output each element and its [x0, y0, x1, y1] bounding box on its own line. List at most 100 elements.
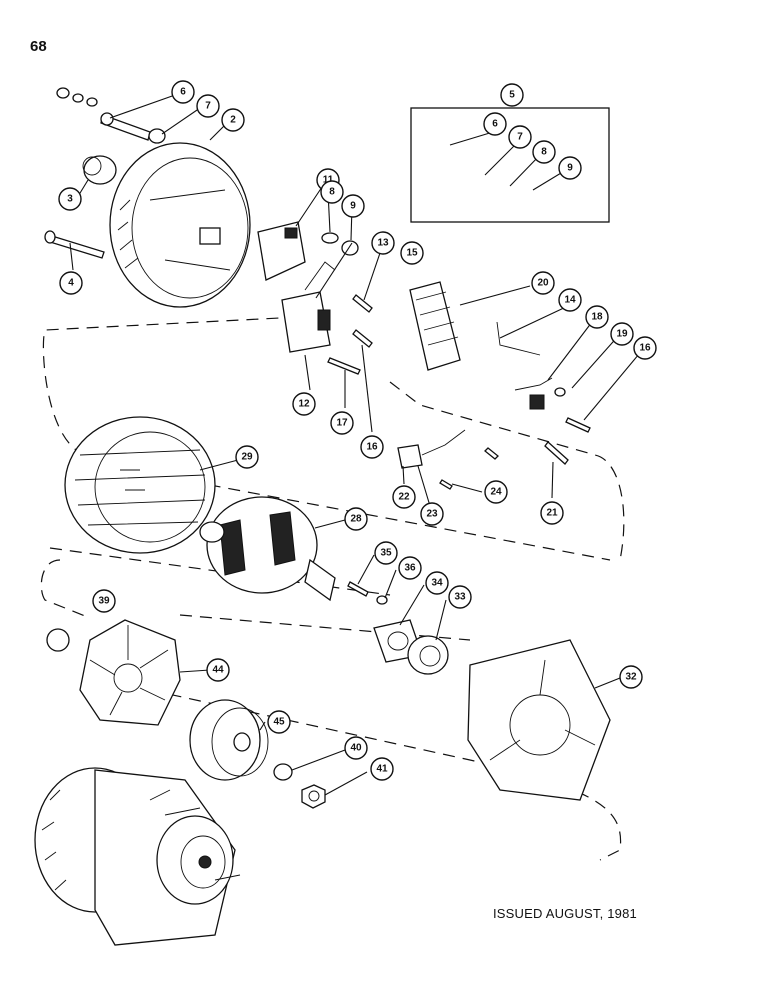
callout-label: 13: [377, 238, 389, 249]
callout-28: 28: [344, 507, 368, 531]
screw-part-24b: [439, 479, 453, 490]
callout-label: 23: [426, 509, 438, 520]
assembled-alternator: [34, 767, 241, 946]
washer-part-19: [554, 387, 566, 397]
brush-holder-part-11: [257, 221, 306, 281]
callout-label: 16: [366, 442, 378, 453]
pulley-part-45: [189, 699, 269, 781]
callout-label: 9: [350, 201, 356, 212]
callout-label: 6: [492, 119, 498, 130]
callout-label: 2: [230, 115, 236, 126]
strap-part-14: [496, 321, 541, 356]
callout-44: 44: [206, 658, 230, 682]
hardware-nuts-top-left: [56, 87, 166, 144]
callout-label: 7: [205, 101, 211, 112]
callout-label: 9: [567, 163, 573, 174]
callout-label: 16: [639, 343, 651, 354]
callout-17: 17: [330, 411, 354, 435]
callout-19: 19: [610, 322, 634, 346]
callout-8: 8: [532, 140, 556, 164]
capacitor-part-22: [397, 429, 466, 469]
fan-part-44: [79, 619, 181, 726]
callout-22: 22: [392, 485, 416, 509]
page-number: 68: [30, 38, 47, 55]
screw-part-24: [484, 447, 499, 460]
callout-9: 9: [341, 194, 365, 218]
screw-part-17: [327, 357, 361, 375]
callout-label: 3: [67, 194, 73, 205]
callout-label: 8: [541, 147, 547, 158]
kit-box: [410, 107, 610, 223]
callout-16: 16: [633, 336, 657, 360]
issue-date: ISSUED AUGUST, 1981: [493, 906, 637, 921]
callout-label: 34: [431, 578, 443, 589]
callout-label: 41: [376, 764, 388, 775]
front-housing-part-32: [467, 639, 611, 801]
callout-6: 6: [483, 112, 507, 136]
callout-label: 44: [212, 665, 224, 676]
callout-20: 20: [531, 271, 555, 295]
rectifier-part-20: [409, 281, 461, 371]
callout-16: 16: [360, 435, 384, 459]
callout-label: 33: [454, 592, 466, 603]
callout-36: 36: [398, 556, 422, 580]
callout-label: 14: [564, 295, 576, 306]
screw-part-16: [352, 329, 373, 348]
callout-label: 15: [406, 248, 418, 259]
screw-part-35: [347, 581, 369, 597]
callout-12: 12: [292, 392, 316, 416]
screw-part-16b: [565, 417, 591, 433]
callout-5: 5: [500, 83, 524, 107]
callout-32: 32: [619, 665, 643, 689]
callout-label: 36: [404, 563, 416, 574]
callout-label: 28: [350, 514, 362, 525]
callout-label: 17: [336, 418, 348, 429]
nut-part-9: [341, 240, 359, 256]
callout-label: 12: [298, 399, 310, 410]
callout-label: 8: [329, 187, 335, 198]
callout-21: 21: [540, 501, 564, 525]
callout-label: 40: [350, 743, 362, 754]
callout-34: 34: [425, 571, 449, 595]
callout-label: 19: [616, 329, 628, 340]
callout-24: 24: [484, 480, 508, 504]
screw-part-21: [544, 441, 569, 465]
callout-2: 2: [221, 108, 245, 132]
callout-39: 39: [92, 589, 116, 613]
end-housing-part-2: [109, 142, 251, 308]
stator-part-29: [64, 416, 216, 554]
callout-label: 21: [546, 508, 558, 519]
callout-label: 35: [380, 548, 392, 559]
callout-label: 20: [537, 278, 549, 289]
callout-7: 7: [196, 94, 220, 118]
washer-part-36: [376, 595, 388, 605]
callout-label: 45: [273, 717, 285, 728]
callout-4: 4: [59, 271, 83, 295]
group-line-stator: [42, 317, 625, 561]
callout-6: 6: [171, 80, 195, 104]
washer-part-40: [273, 763, 293, 781]
callout-7: 7: [508, 125, 532, 149]
nut-part-41: [301, 784, 326, 809]
callout-label: 32: [625, 672, 637, 683]
terminal-part-18: [514, 377, 553, 410]
callout-14: 14: [558, 288, 582, 312]
callout-label: 22: [398, 492, 410, 503]
bearing-part-3: [82, 155, 117, 185]
callout-label: 18: [591, 312, 603, 323]
bolt-part-4: [44, 230, 105, 259]
callout-9: 9: [558, 156, 582, 180]
callout-label: 6: [180, 87, 186, 98]
callout-label: 5: [509, 90, 515, 101]
leader-lines: [69, 94, 645, 796]
callout-40: 40: [344, 736, 368, 760]
callout-8: 8: [320, 180, 344, 204]
spacer-part-39: [46, 628, 70, 652]
bearing-part-33: [407, 635, 449, 675]
screw-part-15: [352, 294, 373, 313]
callout-35: 35: [374, 541, 398, 565]
washer-part-8: [321, 232, 339, 244]
callout-29: 29: [235, 445, 259, 469]
callout-18: 18: [585, 305, 609, 329]
